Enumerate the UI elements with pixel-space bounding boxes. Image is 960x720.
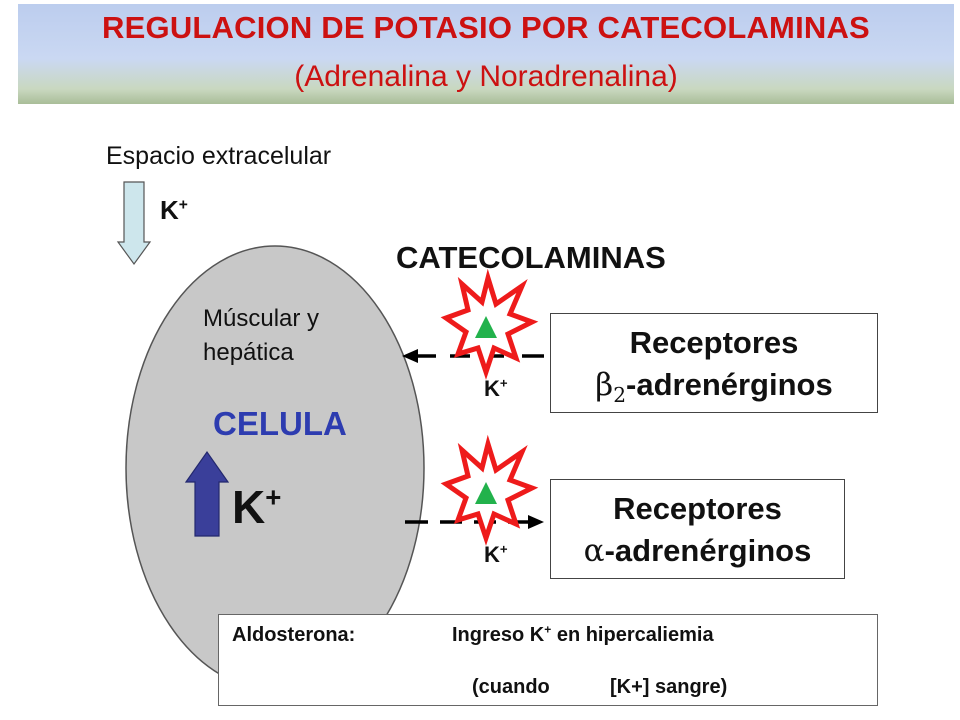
receptor-alpha-line1: Receptores xyxy=(613,491,782,526)
page-subtitle: (Adrenalina y Noradrenalina) xyxy=(294,60,678,93)
receptor-beta-box: Receptores β2-adrenérginos xyxy=(550,313,878,413)
cell-kind-label: Múscular y hepática xyxy=(203,302,319,370)
receptor-alpha-line2: α-adrenérginos xyxy=(583,533,812,569)
burst-alpha xyxy=(440,434,539,546)
receptor-beta-line2: β2-adrenérginos xyxy=(595,367,833,408)
up-triangle-alpha xyxy=(475,482,497,504)
k-alpha: K+ xyxy=(484,541,508,567)
cell-kind-line1: Múscular y xyxy=(203,305,320,332)
k-intracellular: K+ xyxy=(232,481,282,533)
aldosterone-box xyxy=(218,614,878,706)
k-up-arrow xyxy=(184,450,230,537)
title-band xyxy=(18,4,954,104)
burst-beta xyxy=(440,268,539,380)
page-title: REGULACION DE POTASIO POR CATECOLAMINAS xyxy=(102,10,870,45)
catecholamines-label: CATECOLAMINAS xyxy=(396,240,666,275)
receptor-beta-line1: Receptores xyxy=(629,325,799,360)
aldosterone-label: Aldosterona: xyxy=(232,624,356,646)
k-beta: K+ xyxy=(484,375,508,401)
receptor-alpha-box: Receptores α-adrenérginos xyxy=(550,479,845,579)
beta-arrowhead xyxy=(402,349,418,363)
aldosterone-cuando: (cuando xyxy=(472,676,550,698)
k-down-arrow xyxy=(116,181,152,266)
up-triangle-beta xyxy=(475,316,497,338)
extracellular-label: Espacio extracelular xyxy=(106,142,332,170)
aldosterone-ingreso: Ingreso K+ en hipercaliemia xyxy=(452,622,714,646)
cell-kind-line2: hepática xyxy=(203,339,294,366)
cell-label: CELULA xyxy=(213,405,347,442)
k-extracellular: K+ xyxy=(160,195,188,225)
aldosterone-sangre: [K+] sangre) xyxy=(610,676,728,698)
alpha-arrowhead xyxy=(528,515,544,529)
